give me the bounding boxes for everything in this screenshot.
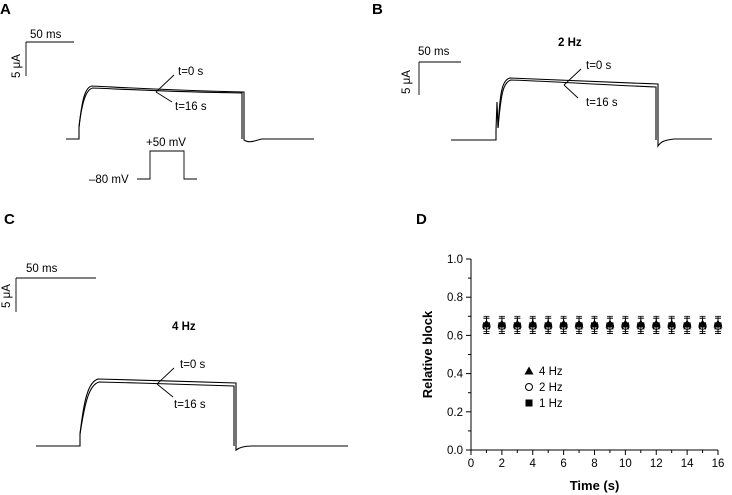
panel-b: B 2 Hz 50 ms 5 μA t=0 s t=16 s	[372, 1, 712, 148]
legend-marker	[525, 383, 533, 391]
y-tick-label: 0.8	[447, 292, 463, 304]
panel-a-label-t16: t=16 s	[175, 101, 207, 113]
legend-marker	[524, 366, 534, 375]
x-tick-label: 8	[591, 458, 597, 470]
panel-b-scale-bar	[418, 61, 461, 95]
data-point	[528, 319, 538, 328]
x-axis-label: Time (s)	[570, 478, 620, 493]
panel-a-protocol-low: –80 mV	[89, 174, 129, 186]
panel-a-scale-time: 50 ms	[30, 29, 62, 41]
panel-b-label-pointer	[563, 68, 582, 99]
panel-c-scale-time: 50 ms	[26, 263, 58, 275]
x-tick-label: 12	[650, 458, 663, 470]
legend-marker	[525, 399, 533, 407]
y-tick-label: 1.0	[447, 254, 463, 266]
panel-c: C 50 ms 5 μA 4 Hz t=0 s t=16 s	[1, 211, 348, 452]
panel-c-letter: C	[4, 211, 15, 228]
data-point	[559, 319, 569, 328]
x-tick-label: 4	[530, 458, 537, 470]
data-point	[620, 319, 630, 328]
panel-c-scale-current: 5 μA	[1, 284, 13, 308]
data-point	[574, 319, 584, 328]
data-point	[682, 319, 692, 328]
data-point	[512, 319, 522, 328]
panel-d-letter: D	[416, 211, 427, 228]
panel-a-trace-t16	[78, 87, 243, 139]
panel-a-label-t0: t=0 s	[178, 66, 204, 78]
panel-c-label-pointer	[156, 367, 175, 398]
y-axis-label: Relative block	[420, 310, 435, 398]
panel-c-label-t0: t=0 s	[180, 359, 206, 371]
data-point	[636, 319, 646, 328]
panel-c-label-t16: t=16 s	[174, 399, 206, 411]
panel-a-label-pointer	[155, 74, 175, 103]
data-point	[605, 319, 615, 328]
panel-b-trace-t0	[451, 77, 712, 148]
data-point	[698, 319, 708, 328]
legend-label: 2 Hz	[539, 382, 563, 394]
y-tick-label: 0.4	[447, 369, 464, 381]
y-tick-label: 0.2	[447, 407, 463, 419]
data-point	[667, 319, 677, 328]
panel-a-voltage-protocol	[137, 150, 197, 180]
panel-b-frequency: 2 Hz	[558, 37, 582, 49]
panel-a-scale-current: 5 μA	[11, 54, 23, 78]
x-tick-label: 14	[681, 458, 694, 470]
data-point	[497, 319, 507, 328]
y-tick-label: 0.0	[447, 445, 463, 457]
x-tick-label: 0	[468, 458, 474, 470]
data-point	[651, 319, 661, 328]
panel-a-protocol-high: +50 mV	[146, 137, 186, 149]
data-point	[481, 319, 491, 328]
panel-c-frequency: 4 Hz	[172, 321, 196, 333]
panel-a-trace-t0	[66, 85, 314, 143]
y-tick-label: 0.6	[447, 330, 463, 342]
legend-label: 1 Hz	[539, 398, 563, 410]
legend-label: 4 Hz	[539, 366, 563, 378]
x-tick-label: 16	[712, 458, 725, 470]
data-point	[590, 319, 599, 328]
x-tick-label: 2	[499, 458, 505, 470]
data-point	[543, 319, 553, 328]
data-point	[713, 319, 723, 328]
x-tick-label: 10	[619, 458, 632, 470]
panel-a-letter: A	[0, 1, 11, 18]
panel-b-scale-current: 5 μA	[401, 70, 413, 94]
panel-b-label-t16: t=16 s	[586, 97, 618, 109]
panel-c-scale-bar	[15, 277, 96, 312]
x-tick-label: 6	[560, 458, 566, 470]
panel-c-trace-t16	[79, 381, 235, 446]
panel-b-label-t0: t=0 s	[586, 60, 612, 72]
panel-c-trace-t0	[36, 378, 348, 452]
panel-b-scale-time: 50 ms	[418, 46, 450, 58]
panel-a: A 50 ms 5 μA t=0 s t=16 s +50 mV –80 mV	[0, 1, 314, 186]
panel-a-scale-bar	[25, 41, 74, 76]
panel-b-letter: B	[372, 1, 383, 18]
panel-b-trace-t16	[497, 79, 657, 140]
